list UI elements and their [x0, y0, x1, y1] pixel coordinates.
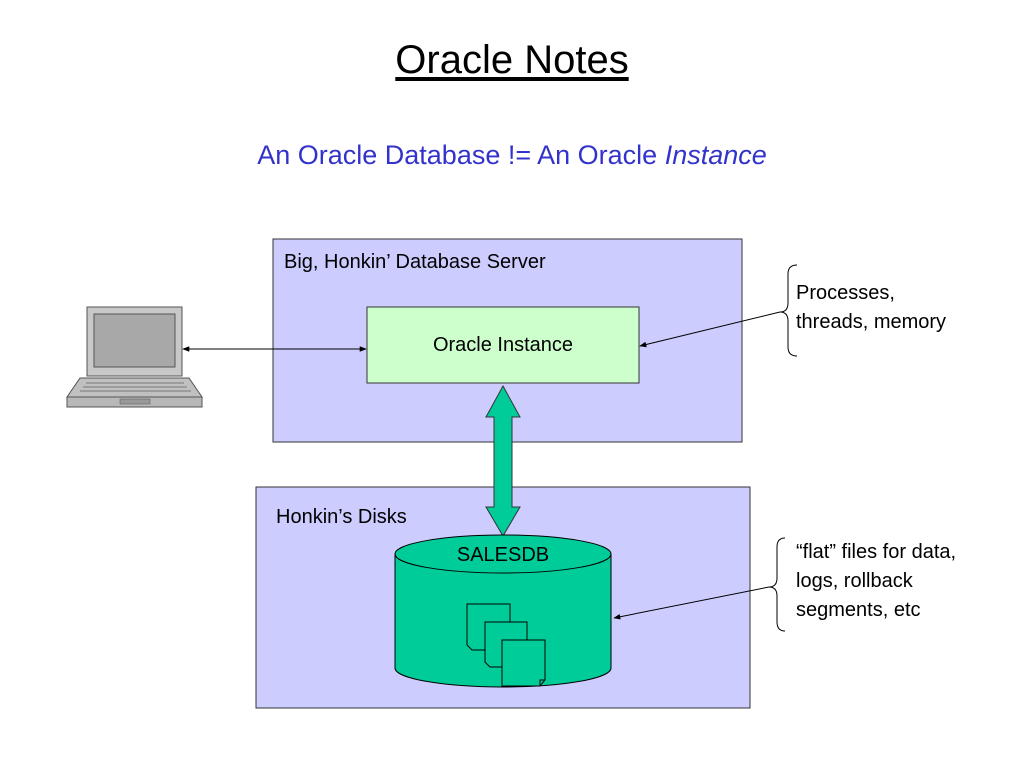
files-note-line: “flat” files for data,: [796, 541, 957, 563]
files-note: “flat” files for data, logs, rollback se…: [796, 538, 956, 625]
oracle-instance-box: [366, 306, 640, 384]
slide-title: Oracle Notes: [395, 38, 629, 82]
instance-note-line: Processes,: [796, 282, 895, 304]
instance-note-line: threads, memory: [796, 311, 947, 333]
salesdb-label: SALESDB: [456, 544, 550, 566]
instance-note-brace: [779, 264, 798, 357]
laptop-icon: [66, 306, 203, 408]
files-note-arrow: [613, 586, 770, 620]
instance-disk-double-arrow: [485, 384, 521, 537]
files-note-line: logs, rollback: [796, 570, 913, 592]
disks-label: Honkin’s Disks: [276, 506, 407, 528]
slide-subtitle: An Oracle Database != An Oracle Instance: [257, 140, 767, 170]
files-note-line: segments, etc: [796, 599, 921, 621]
files-note-brace: [768, 537, 786, 632]
instance-label: Oracle Instance: [432, 334, 574, 356]
salesdb-cylinder: [394, 534, 612, 688]
instance-note-arrow: [639, 311, 781, 348]
file-stack-icon: [466, 603, 546, 687]
instance-note: Processes, threads, memory: [796, 279, 946, 337]
server-label: Big, Honkin’ Database Server: [284, 251, 546, 273]
